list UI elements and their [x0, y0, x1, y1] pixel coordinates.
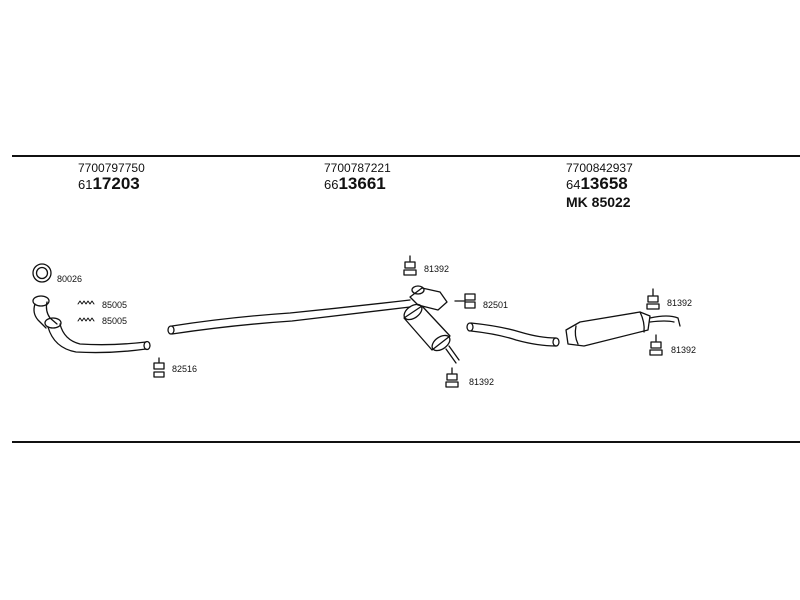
- rear-hanger-top-icon: [646, 288, 660, 310]
- oe-number: 7700797750: [78, 161, 145, 175]
- front-pipe-part-group: 7700797750 6117203: [78, 161, 145, 194]
- top-divider: [12, 155, 800, 157]
- rear-hanger-bottom-icon: [649, 334, 663, 356]
- clamp-icon: [77, 300, 95, 322]
- ring-label: 80026: [57, 274, 83, 284]
- middle-silencer-part-group: 7700787221 6613661: [324, 161, 391, 194]
- front-hanger-icon: [153, 357, 165, 378]
- oe-number: 7700787221: [324, 161, 391, 175]
- rear-hanger-bottom-label: 81392: [671, 345, 697, 355]
- middle-bracket-label: 82501: [483, 300, 509, 310]
- middle-silencer-icon: [403, 285, 460, 364]
- part-number: 6613661: [324, 174, 386, 193]
- bottom-divider: [12, 441, 800, 443]
- middle-hanger-top-label: 81392: [424, 264, 450, 274]
- mounting-kit-number: MK 85022: [566, 194, 631, 210]
- rear-silencer-icon: [565, 311, 681, 347]
- rear-pipe-icon: [466, 322, 560, 347]
- clamp-label-b: 85005: [102, 316, 128, 326]
- middle-hanger-bottom-icon: [445, 367, 459, 388]
- sealing-ring-icon: [32, 263, 52, 283]
- oe-number: 7700842937: [566, 161, 633, 175]
- middle-hanger-top-icon: [403, 255, 417, 276]
- part-number: 6413658: [566, 174, 628, 193]
- front-pipe-icon: [32, 295, 151, 354]
- intermediate-pipe-icon: [167, 299, 411, 335]
- rear-silencer-part-group: 7700842937 6413658 MK 85022: [566, 161, 633, 210]
- front-hanger-label: 82516: [172, 364, 198, 374]
- part-number: 6117203: [78, 174, 140, 193]
- rear-hanger-top-label: 81392: [667, 298, 693, 308]
- middle-bracket-icon: [454, 293, 476, 309]
- middle-hanger-bottom-label: 81392: [469, 377, 495, 387]
- clamp-label-a: 85005: [102, 300, 128, 310]
